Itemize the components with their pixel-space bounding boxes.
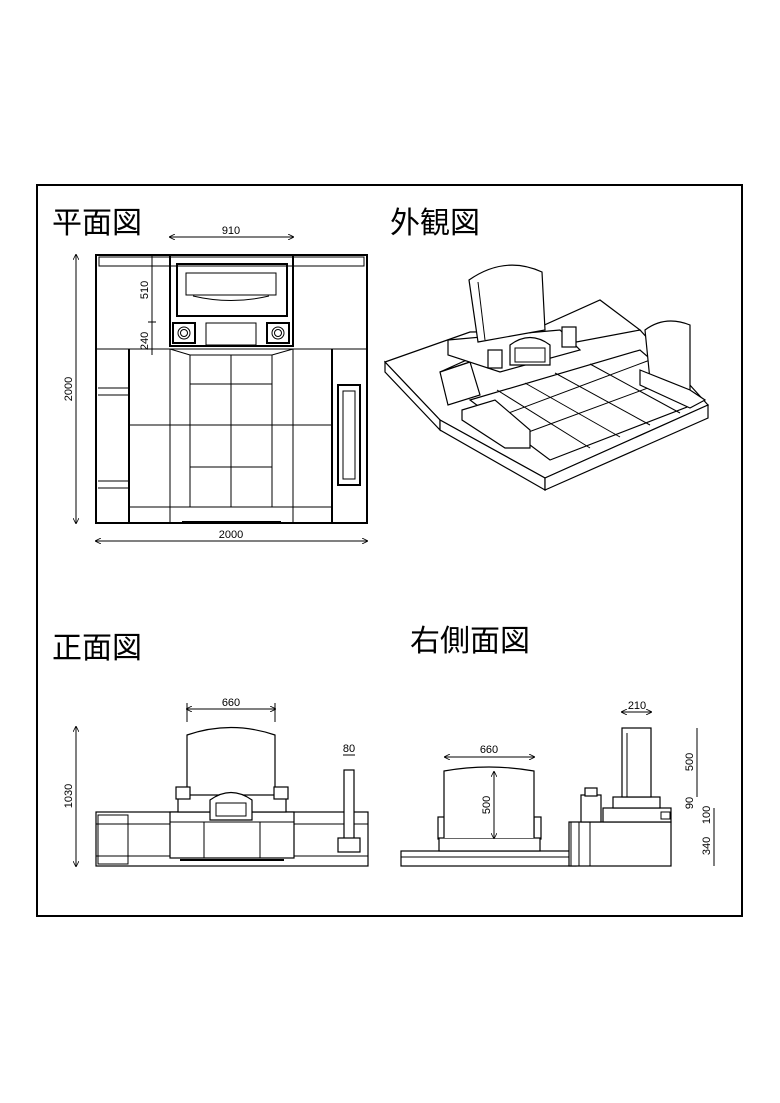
side-dim-500: 500 bbox=[684, 753, 696, 771]
side-dim-90: 90 bbox=[684, 797, 696, 809]
side-dim-340: 340 bbox=[701, 837, 713, 855]
plan-dim-510: 510 bbox=[139, 281, 151, 299]
plan-dim-240: 240 bbox=[139, 332, 151, 350]
side-dim-100: 100 bbox=[701, 806, 713, 824]
plan-view-title: 平面図 bbox=[52, 206, 142, 241]
right-side-view: 500 660 210 500 90 100 340 bbox=[400, 700, 715, 867]
exterior-view-title: 外観図 bbox=[390, 206, 480, 241]
plan-view: 910 510 240 2000 2000 bbox=[63, 225, 368, 541]
front-view: 660 1030 80 bbox=[63, 697, 369, 866]
exterior-view bbox=[383, 264, 709, 492]
plan-dim-width: 2000 bbox=[219, 529, 243, 541]
front-dim-80: 80 bbox=[343, 743, 355, 755]
side-dim-210: 210 bbox=[628, 700, 646, 712]
side-dim-stone-height: 500 bbox=[481, 796, 493, 814]
front-view-title: 正面図 bbox=[52, 631, 142, 666]
front-dim-660: 660 bbox=[222, 697, 240, 709]
right-side-view-title: 右側面図 bbox=[410, 624, 530, 659]
front-dim-1030: 1030 bbox=[63, 784, 75, 808]
plan-dim-910: 910 bbox=[222, 225, 240, 237]
side-dim-660: 660 bbox=[480, 744, 498, 756]
plan-dim-depth: 2000 bbox=[63, 377, 75, 401]
sheet-frame bbox=[36, 184, 743, 917]
